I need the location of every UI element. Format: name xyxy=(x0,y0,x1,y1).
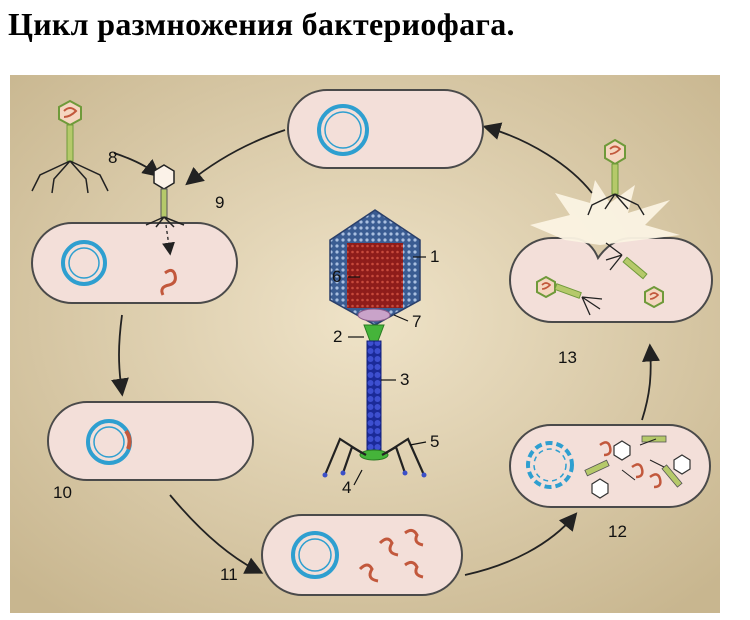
bacterium-12 xyxy=(510,425,710,507)
label-10: 10 xyxy=(53,483,72,502)
label-9: 9 xyxy=(215,193,224,212)
label-5: 5 xyxy=(430,432,439,451)
label-11: 11 xyxy=(220,565,238,584)
label-7: 7 xyxy=(412,312,421,331)
label-1: 1 xyxy=(430,247,439,266)
label-2: 2 xyxy=(333,327,342,346)
capsid-base xyxy=(358,309,390,321)
label-3: 3 xyxy=(400,370,409,389)
bacterium-attach-9 xyxy=(32,223,237,303)
label-13: 13 xyxy=(558,348,577,367)
bacterium-10 xyxy=(48,402,253,480)
bacteriophage-cycle-diagram: 8 9 10 11 xyxy=(10,75,720,613)
tail-sheath xyxy=(367,341,381,451)
bacterium-top xyxy=(288,90,483,168)
label-8: 8 xyxy=(108,148,117,167)
capsid-dna xyxy=(347,243,403,308)
page-title: Цикл размножения бактериофага. xyxy=(8,6,515,43)
bacterium-11 xyxy=(262,515,462,595)
label-6: 6 xyxy=(332,267,341,286)
label-4: 4 xyxy=(342,478,351,497)
diagram-stage: 8 9 10 11 xyxy=(10,75,720,613)
label-12: 12 xyxy=(608,522,627,541)
